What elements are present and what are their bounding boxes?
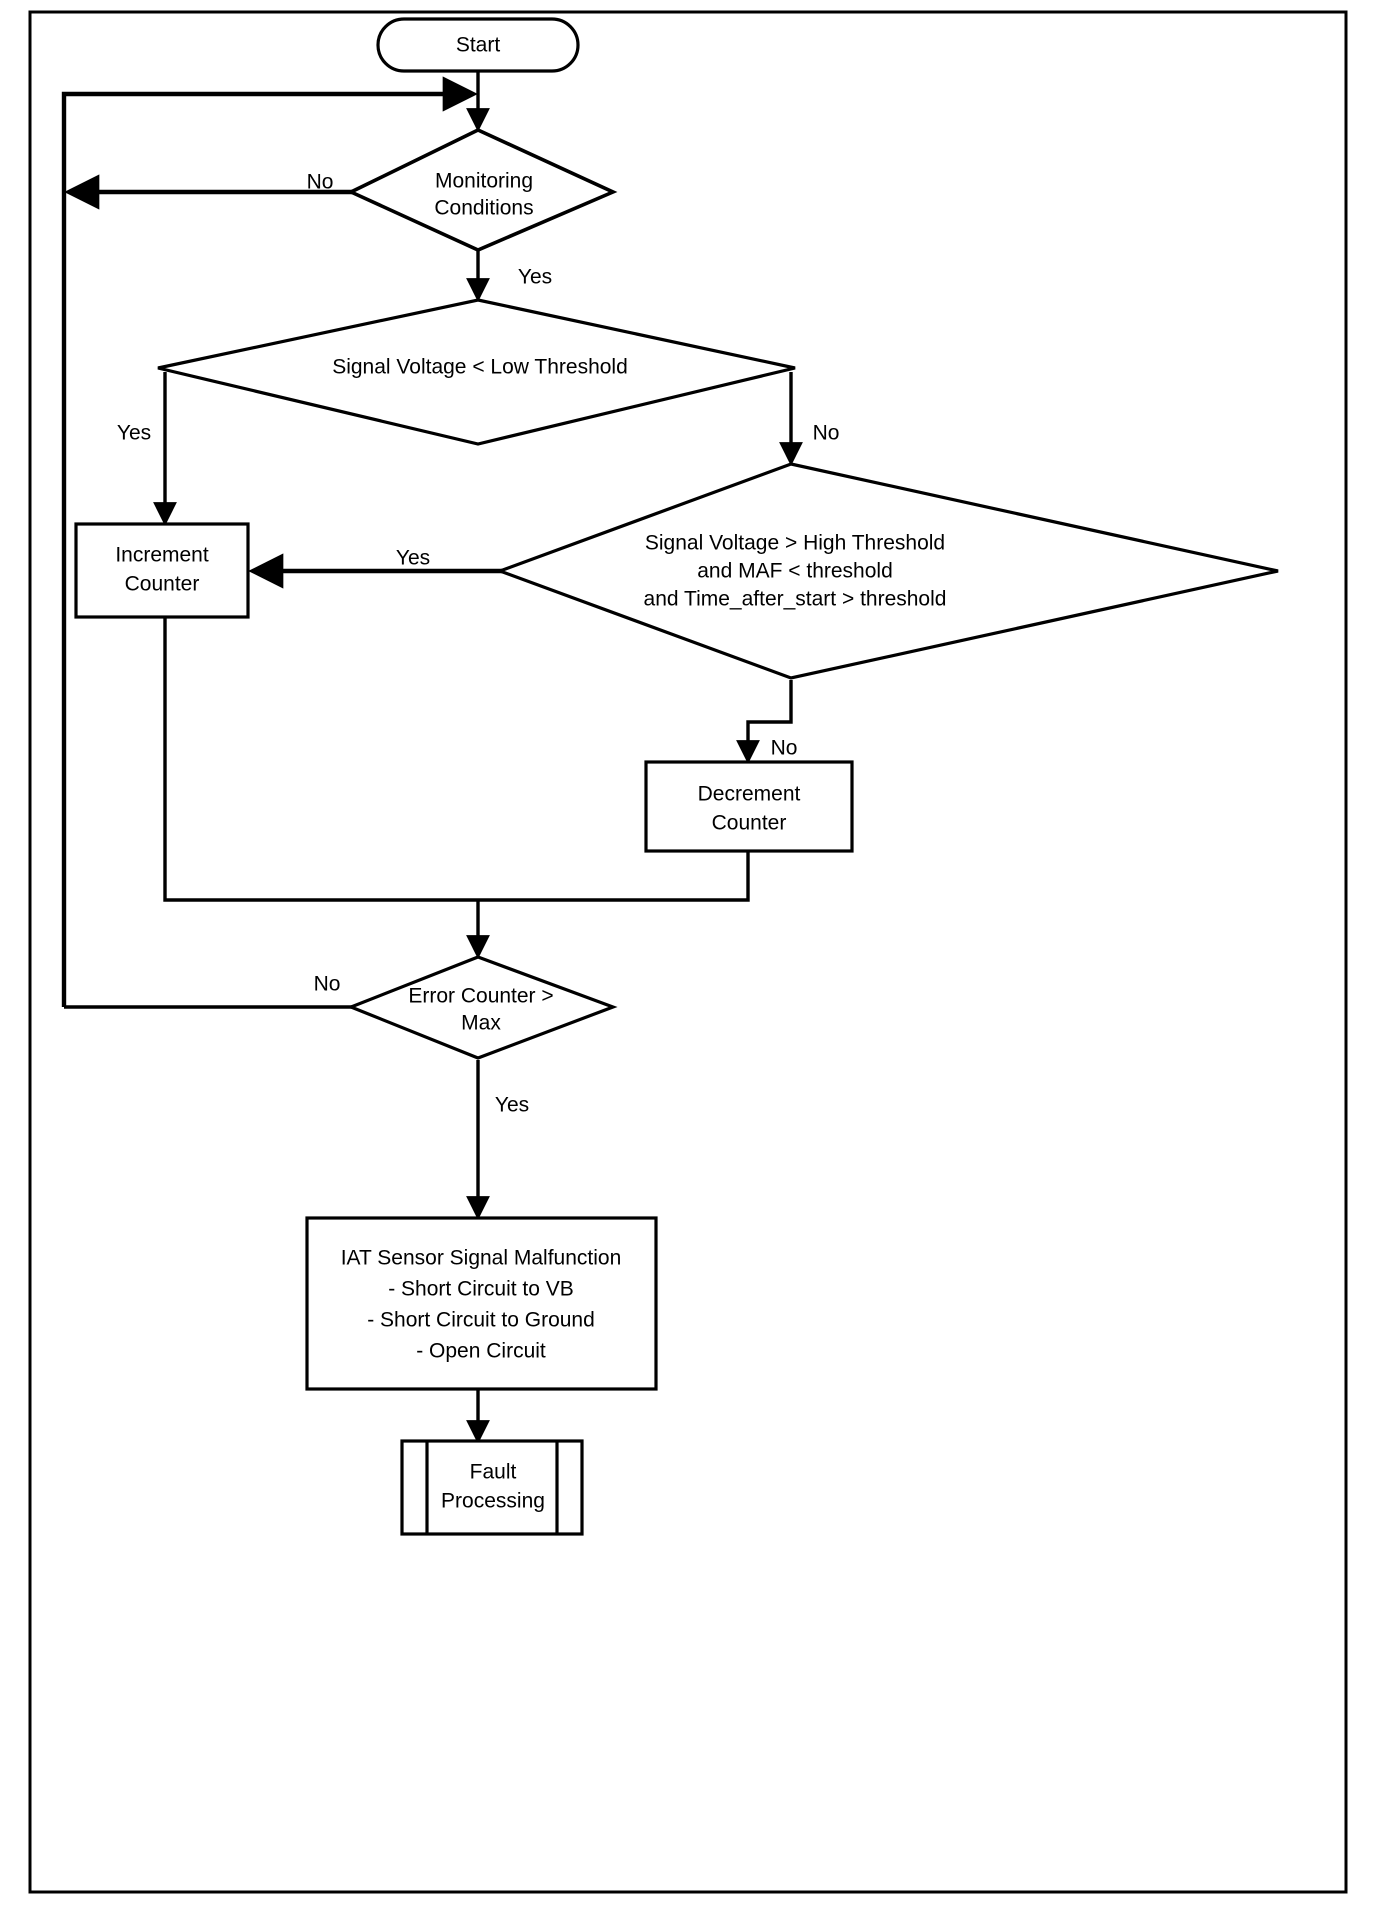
node-decrement-counter-label-line1: Decrement <box>698 783 801 806</box>
edge-label-error-counter-no: No <box>314 973 341 996</box>
edge-loopback-rail <box>61 76 478 1007</box>
node-increment-counter-label-line1: Increment <box>115 544 209 567</box>
edge-label-signal-low-yes: Yes <box>117 422 151 445</box>
node-monitoring-conditions-label-line2: Conditions <box>434 197 533 220</box>
edge-label-signal-high-no: No <box>771 737 798 760</box>
node-malfunction-label-line4: - Open Circuit <box>416 1340 546 1363</box>
edge-label-signal-high-yes: Yes <box>396 547 430 570</box>
node-monitoring-conditions-label-line1: Monitoring <box>435 170 533 193</box>
node-signal-high-label-line1: Signal Voltage > High Threshold <box>645 532 945 555</box>
edge-signal-high-no <box>736 680 793 764</box>
node-signal-high-label-line3: and Time_after_start > threshold <box>644 588 947 611</box>
node-error-counter-label-line2: Max <box>461 1012 501 1035</box>
node-signal-low[interactable] <box>157 298 796 446</box>
edge-label-monitoring-yes: Yes <box>518 266 552 289</box>
node-fault-processing-label-line2: Processing <box>441 1490 545 1513</box>
page-frame <box>28 10 1348 1894</box>
node-monitoring-conditions[interactable] <box>346 128 618 252</box>
edge-label-error-counter-yes: Yes <box>495 1094 529 1117</box>
node-start[interactable] <box>376 17 580 73</box>
node-signal-high-label-line2: and MAF < threshold <box>697 560 893 583</box>
edge-label-signal-low-no: No <box>813 422 840 445</box>
node-decrement-counter[interactable] <box>644 760 854 853</box>
node-malfunction-label-line1: IAT Sensor Signal Malfunction <box>341 1247 622 1270</box>
edge-decrement-to-merge <box>478 851 750 902</box>
node-decrement-counter-label-line2: Counter <box>712 812 787 835</box>
node-signal-high[interactable] <box>495 462 1279 680</box>
edge-label-monitoring-no: No <box>307 171 334 194</box>
node-malfunction[interactable] <box>305 1216 658 1391</box>
node-start-label: Start <box>456 34 501 57</box>
node-fault-processing[interactable] <box>400 1439 584 1536</box>
node-error-counter[interactable] <box>346 955 618 1060</box>
edge-increment-to-merge <box>163 617 478 902</box>
node-fault-processing-label-line1: Fault <box>470 1461 517 1484</box>
node-error-counter-label-line1: Error Counter > <box>408 985 553 1008</box>
node-increment-counter[interactable] <box>74 522 250 619</box>
node-signal-low-label: Signal Voltage < Low Threshold <box>332 356 628 379</box>
node-malfunction-label-line2: - Short Circuit to VB <box>388 1278 574 1301</box>
node-malfunction-label-line3: - Short Circuit to Ground <box>367 1309 595 1332</box>
node-increment-counter-label-line2: Counter <box>125 573 200 596</box>
